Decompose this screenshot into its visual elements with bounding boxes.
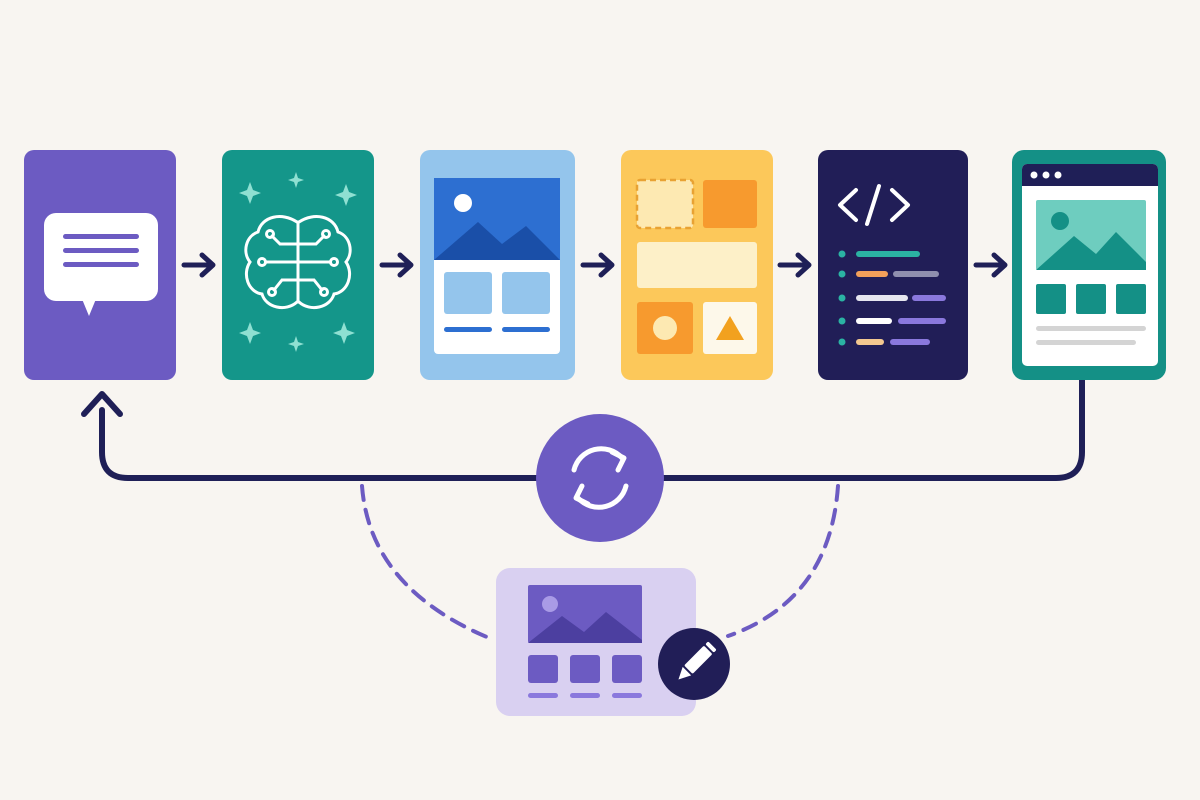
- stage-ai-model-card[interactable]: [222, 150, 374, 380]
- code-lines: [838, 250, 946, 346]
- layout-blocks-icon: [635, 178, 757, 354]
- refresh-cycle-button[interactable]: [536, 414, 664, 542]
- arrow-up-icon: [81, 391, 123, 417]
- arrow-right-icon: [181, 252, 216, 278]
- image-wireframe-icon: [1036, 200, 1146, 270]
- refine-mockup-card[interactable]: [496, 568, 696, 716]
- image-wireframe-icon: [434, 178, 560, 260]
- dashed-refine-arc: [360, 484, 840, 642]
- arrow-right-icon: [777, 252, 812, 278]
- stage-code-card[interactable]: [818, 150, 968, 380]
- stage-layout-card[interactable]: [621, 150, 773, 380]
- chat-bubble-icon: [44, 213, 158, 316]
- arrow-right-icon: [580, 252, 615, 278]
- sparkle-icon: [239, 172, 357, 352]
- refresh-cycle-icon: [571, 446, 629, 510]
- stage-prompt-card[interactable]: [24, 150, 176, 380]
- arrow-right-icon: [973, 252, 1008, 278]
- brain-circuit-icon: [244, 215, 352, 310]
- code-brackets-icon: [838, 184, 910, 226]
- arrow-right-icon: [379, 252, 414, 278]
- edit-pencil-button[interactable]: [658, 628, 730, 700]
- stage-wireframe-card[interactable]: [420, 150, 575, 380]
- stage-rendered-page-card[interactable]: [1012, 150, 1166, 380]
- image-wireframe-icon: [528, 585, 642, 643]
